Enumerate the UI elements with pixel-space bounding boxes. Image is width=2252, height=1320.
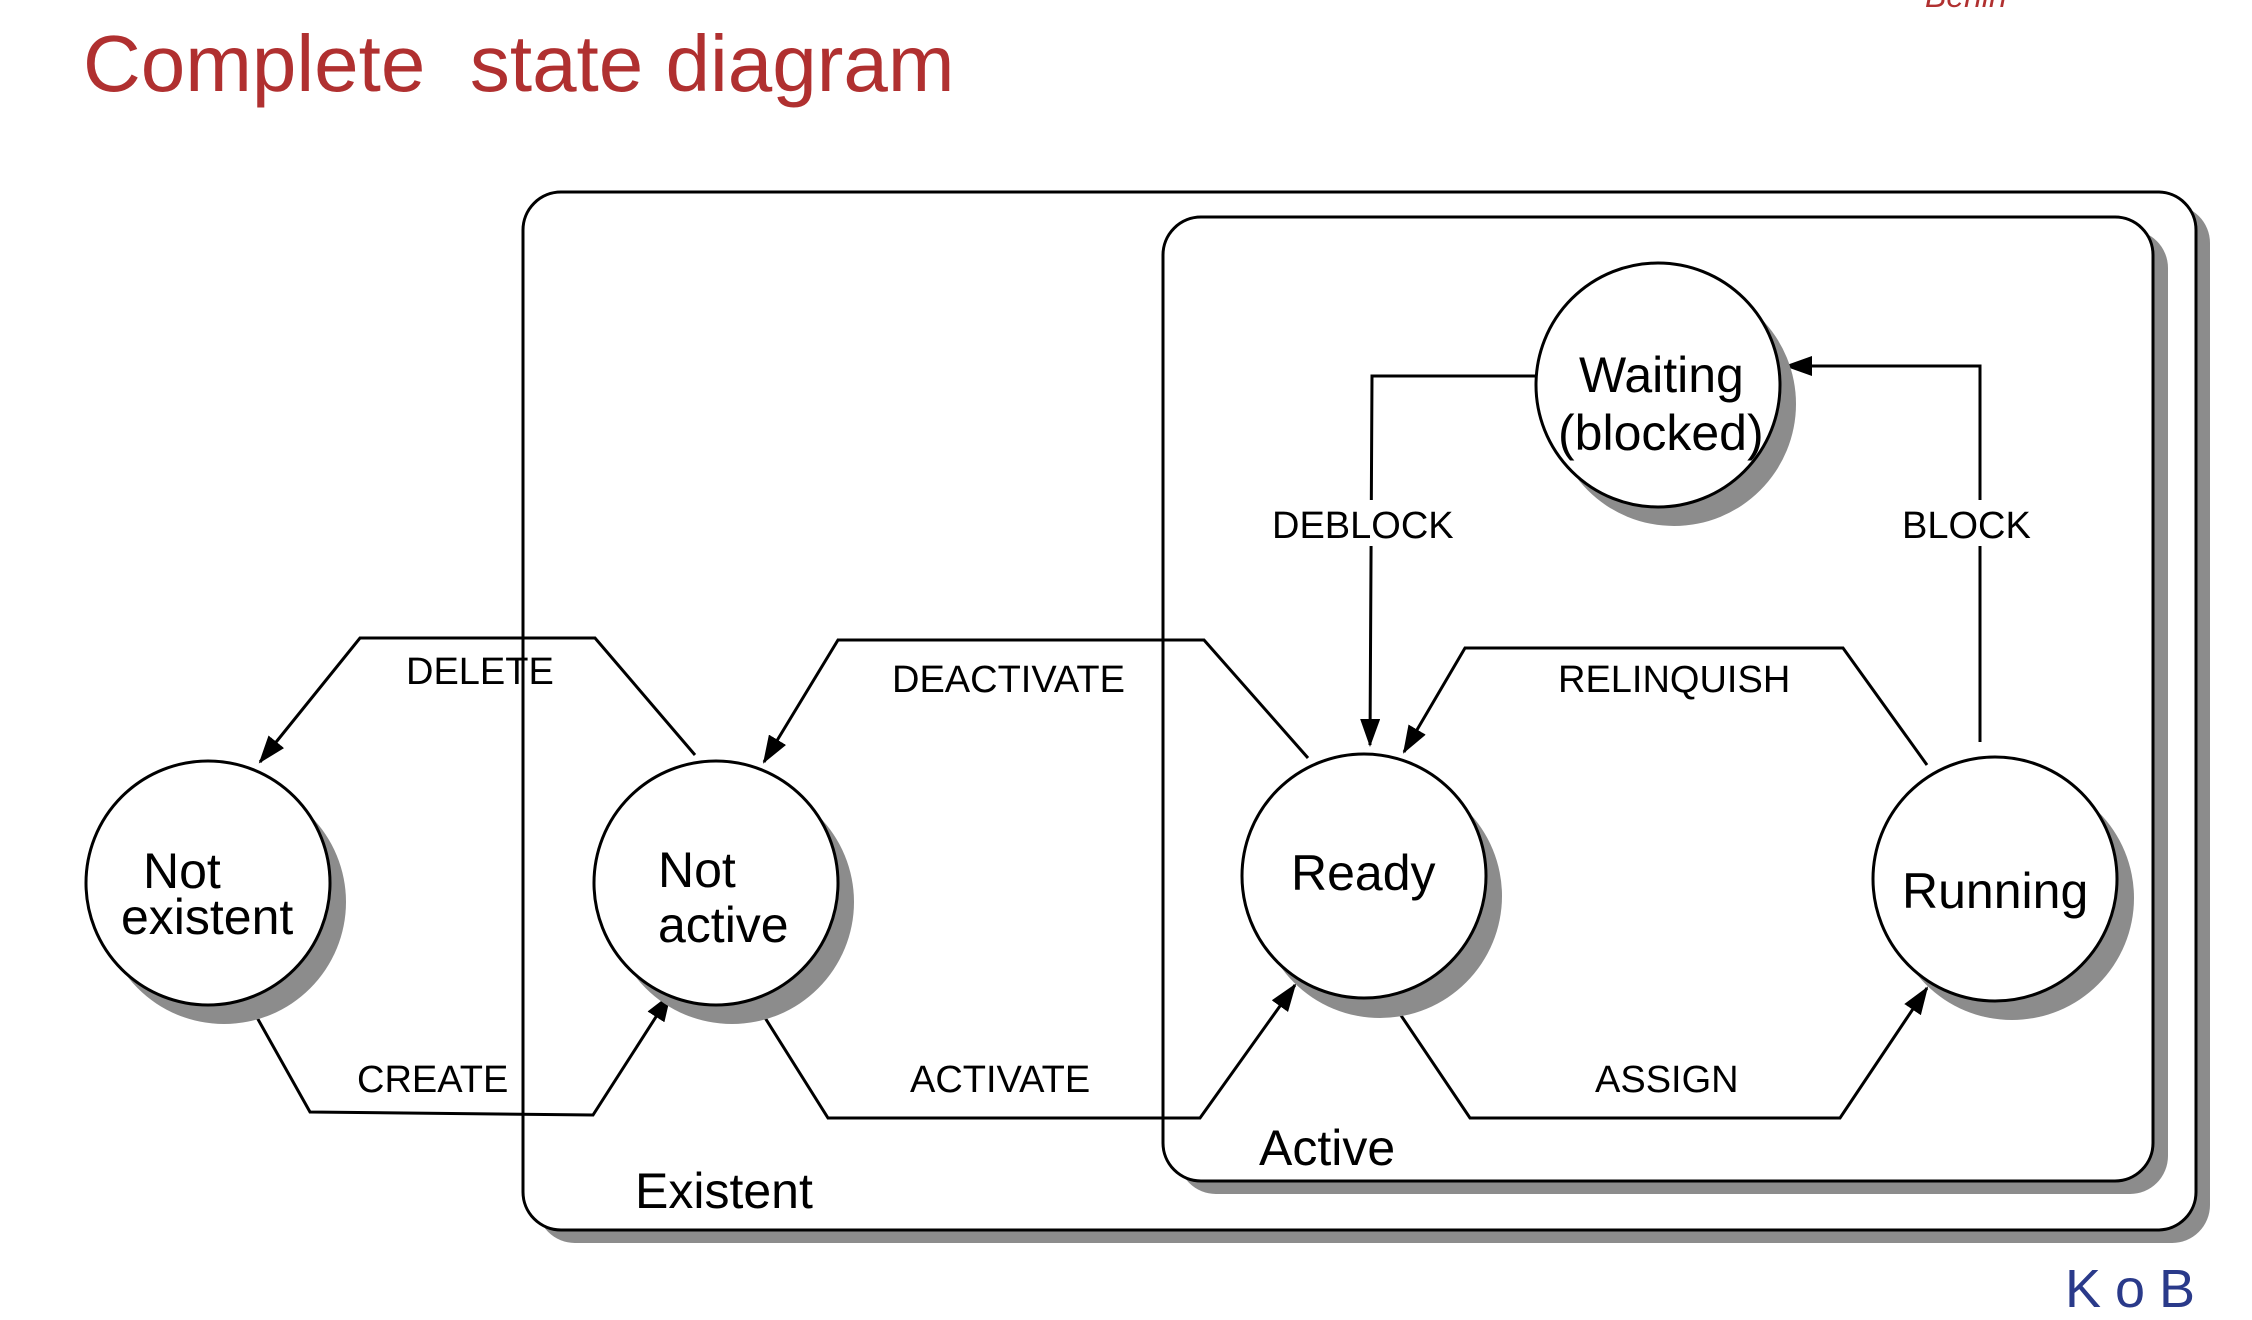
state-ready-label: Ready [1291, 845, 1436, 901]
transition-block-line [1784, 356, 1982, 742]
transition-assign-line [1394, 986, 1929, 1120]
existent-box-label: Existent [635, 1163, 813, 1219]
transition-activate-label: ACTIVATE [910, 1059, 1090, 1101]
transition-create-label: CREATE [357, 1059, 508, 1101]
state-not-active [592, 759, 840, 1007]
state-diagram: DELETE CREATE DEACTIVATE ACTIVATE RELINQ… [84, 190, 2210, 1243]
state-ready [1240, 752, 1488, 1000]
state-not-existent-label-line1: Not [143, 843, 221, 899]
transition-deactivate-label: DEACTIVATE [892, 659, 1125, 701]
transition-relinquish-label: RELINQUISH [1558, 659, 1790, 701]
state-waiting-label-line2: (blocked) [1558, 405, 1764, 461]
transition-delete-label: DELETE [406, 651, 554, 693]
state-not-existent-label-line2: existent [121, 889, 293, 945]
state-waiting-label-line1: Waiting [1579, 347, 1744, 403]
transition-assign-label: ASSIGN [1595, 1059, 1739, 1101]
state-running-label: Running [1902, 863, 2088, 919]
transition-deblock-line [1360, 374, 1540, 747]
transition-delete-line [258, 636, 697, 764]
transition-block-label: BLOCK [1902, 505, 2031, 547]
state-not-active-label-line2: active [658, 897, 789, 953]
state-waiting [1534, 261, 1782, 509]
transition-deactivate-line [762, 638, 1310, 764]
corner-logo-text: Berlin [1925, 0, 2007, 15]
page-title: Complete state diagram [83, 19, 955, 108]
transition-create-line [248, 993, 672, 1117]
state-not-existent [84, 759, 332, 1007]
state-running [1871, 755, 2119, 1003]
state-not-active-label-line1: Not [658, 842, 736, 898]
active-box-label: Active [1259, 1120, 1395, 1176]
transition-deblock-label: DEBLOCK [1272, 505, 1454, 547]
transition-relinquish-line [1402, 646, 1929, 766]
transition-activate-line [755, 983, 1297, 1120]
